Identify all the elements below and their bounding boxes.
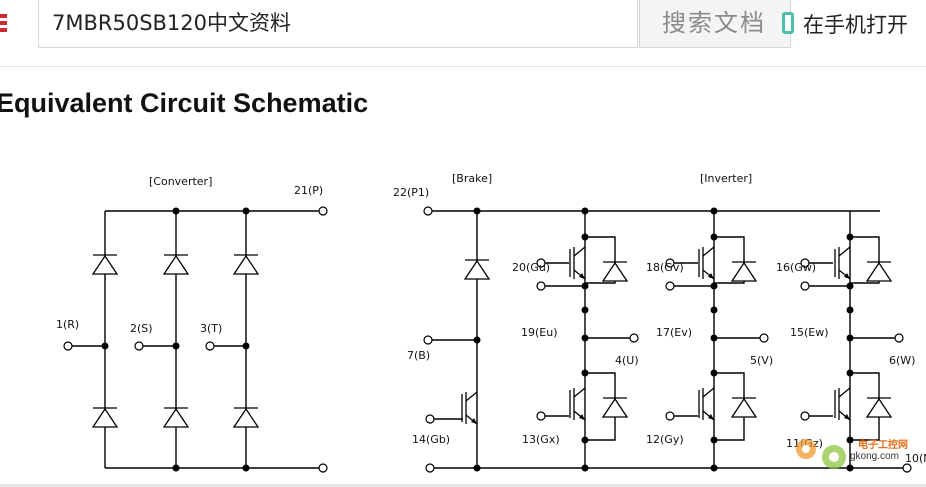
pin-5-v: 5(V) [750,354,773,367]
circuit-schematic: [Converter] 21(P) 1(R) 2(S) 3(T) [Brake]… [56,172,926,473]
label-converter: [Converter] [149,175,212,188]
pin-18-gv: 18(Gv) [646,261,684,274]
watermark-name: 电子工控网 [858,440,908,451]
pin-14-gb: 14(Gb) [412,433,450,446]
pin-19-eu: 19(Eu) [521,326,558,339]
phone-icon[interactable] [782,12,794,34]
search-button[interactable]: 搜索文档 [639,0,791,48]
pin-22-p1: 22(P1) [393,186,429,199]
pin-12-gy: 12(Gy) [646,433,684,446]
pin-3-t: 3(T) [200,322,222,335]
pin-16-gw: 16(Gw) [776,261,816,274]
open-on-phone-link[interactable]: 在手机打开 [803,13,908,37]
pin-15-ew: 15(Ew) [790,326,829,339]
pin-6-w: 6(W) [889,354,915,367]
pin-7-b: 7(B) [407,349,430,362]
label-inverter: [Inverter] [700,172,752,185]
pin-2-s: 2(S) [130,322,153,335]
pin-20-gu: 20(Gu) [512,261,550,274]
pin-17-ev: 17(Ev) [656,326,692,339]
bottom-divider [0,484,926,487]
watermark-url: gkong.com [850,451,899,462]
watermark-logo [796,439,846,469]
pin-4-u: 4(U) [615,354,639,367]
pin-10-n: 10(N) [905,452,926,465]
pin-21-p: 21(P) [294,184,323,197]
page-title: Equivalent Circuit Schematic [0,88,369,118]
pin-13-gx: 13(Gx) [522,433,560,446]
top-bar: 7MBR50SB120中文资料 搜索文档 在手机打开 [0,0,926,52]
label-brake: [Brake] [452,172,492,185]
search-input[interactable]: 7MBR50SB120中文资料 [38,0,638,48]
header-divider [0,66,926,67]
site-logo[interactable] [0,14,10,40]
pin-1-r: 1(R) [56,318,79,331]
